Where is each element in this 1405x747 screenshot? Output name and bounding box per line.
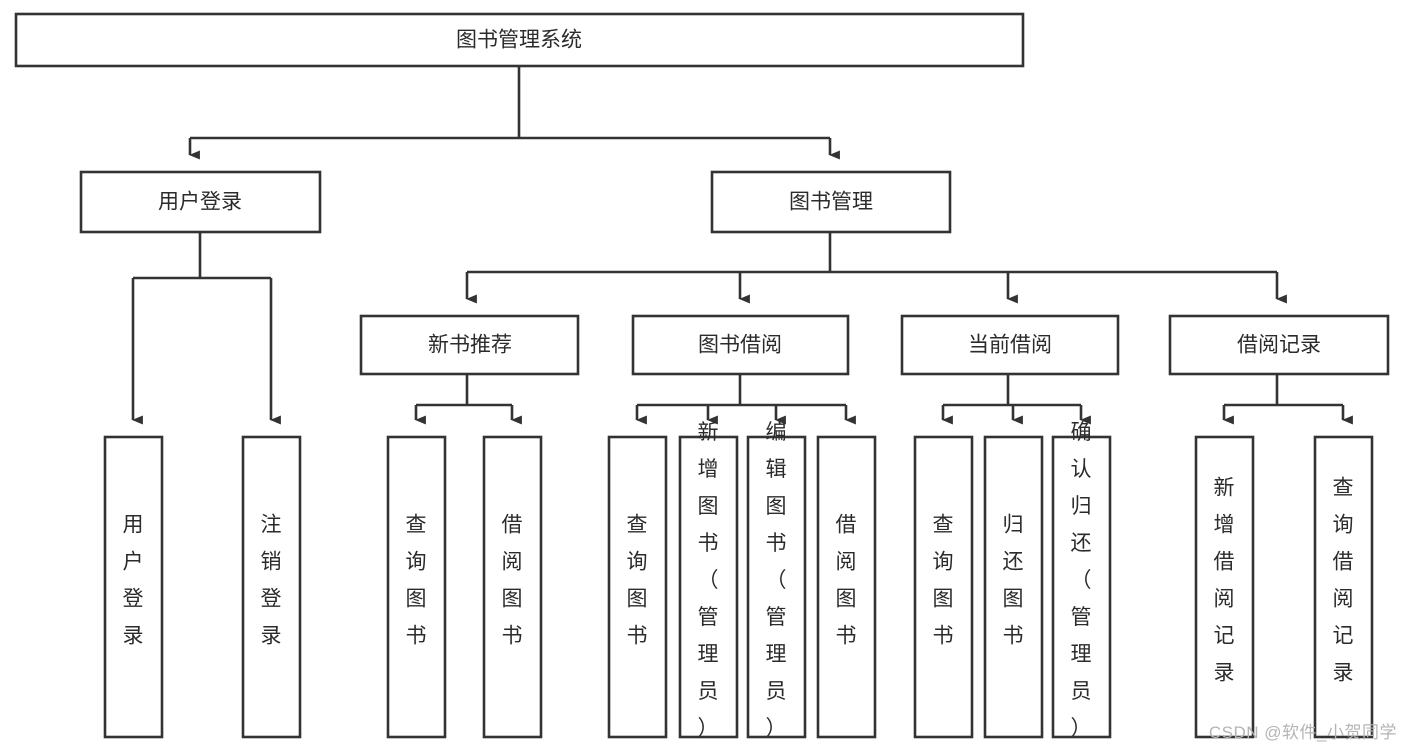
node-leaf1[interactable]: 用户登录 <box>103 435 164 739</box>
node-leaf10-box[interactable] <box>983 435 1044 739</box>
node-leaf3-label: 查询图书 <box>406 514 427 648</box>
node-leaf7-box[interactable] <box>746 435 807 739</box>
csdn-watermark: CSDN @软件_小贺同学 <box>1208 723 1397 742</box>
node-leaf6[interactable]: 新增图书（管理员） <box>678 421 739 740</box>
node-login-box[interactable] <box>79 170 322 234</box>
node-leaf9[interactable]: 查询图书 <box>913 435 974 739</box>
node-current[interactable]: 当前借阅 <box>900 314 1120 376</box>
node-borrow-box[interactable] <box>631 314 850 376</box>
connector-current-bus <box>943 374 1081 407</box>
node-leaf12-box[interactable] <box>1194 435 1255 739</box>
node-leaf2-box[interactable] <box>241 435 302 739</box>
node-leaf12[interactable]: 新增借阅记录 <box>1194 435 1255 739</box>
node-leaf8-label: 借阅图书 <box>836 514 857 648</box>
node-leaf2[interactable]: 注销登录 <box>241 435 302 739</box>
node-newbook[interactable]: 新书推荐 <box>359 314 580 376</box>
node-leaf8-box[interactable] <box>816 435 877 739</box>
node-borrow-label: 图书借阅 <box>698 334 782 357</box>
node-leaf8[interactable]: 借阅图书 <box>816 435 877 739</box>
connector-login-bus <box>133 232 271 280</box>
node-leaf4-label: 借阅图书 <box>502 514 523 648</box>
node-root[interactable]: 图书管理系统 <box>14 12 1025 68</box>
node-leaf3[interactable]: 查询图书 <box>386 435 447 739</box>
node-leaf13-label: 查询借阅记录 <box>1333 477 1354 685</box>
node-leaf9-box[interactable] <box>913 435 974 739</box>
node-login[interactable]: 用户登录 <box>79 170 322 234</box>
node-leaf11-box[interactable] <box>1051 435 1112 739</box>
node-leaf1-box[interactable] <box>103 435 164 739</box>
node-leaf7-label: 编辑图书（管理员） <box>766 421 787 740</box>
node-current-box[interactable] <box>900 314 1120 376</box>
node-leaf4[interactable]: 借阅图书 <box>482 435 543 739</box>
connector-newbook-bus <box>416 374 512 407</box>
node-leaf2-label: 注销登录 <box>261 514 282 648</box>
node-record[interactable]: 借阅记录 <box>1168 314 1390 376</box>
node-leaf13[interactable]: 查询借阅记录 <box>1313 435 1374 739</box>
node-leaf5[interactable]: 查询图书 <box>607 435 668 739</box>
node-leaf10-label: 归还图书 <box>1003 514 1024 648</box>
node-leaf1-label: 用户登录 <box>123 514 144 648</box>
node-login-label: 用户登录 <box>158 191 242 214</box>
node-leaf7[interactable]: 编辑图书（管理员） <box>746 421 807 740</box>
connector-bookmgmt-bus <box>467 232 1277 274</box>
node-root-label: 图书管理系统 <box>456 29 582 52</box>
connector-record-bus <box>1224 374 1343 407</box>
node-bookmgmt-label: 图书管理 <box>789 191 873 214</box>
node-leaf4-box[interactable] <box>482 435 543 739</box>
node-leaf5-label: 查询图书 <box>627 514 648 648</box>
node-current-label: 当前借阅 <box>968 334 1052 357</box>
node-leaf3-box[interactable] <box>386 435 447 739</box>
node-leaf13-box[interactable] <box>1313 435 1374 739</box>
node-newbook-label: 新书推荐 <box>428 334 512 357</box>
node-leaf9-label: 查询图书 <box>933 514 954 648</box>
node-bookmgmt-box[interactable] <box>710 170 952 234</box>
connectors <box>131 66 1353 425</box>
node-leaf11[interactable]: 确认归还（管理员） <box>1051 421 1112 740</box>
connector-borrow-bus <box>637 374 846 407</box>
node-leaf11-label: 确认归还（管理员） <box>1071 421 1092 740</box>
node-leaf6-box[interactable] <box>678 435 739 739</box>
node-root-box[interactable] <box>14 12 1025 68</box>
node-record-label: 借阅记录 <box>1237 334 1321 357</box>
connector-root-bus <box>190 66 830 140</box>
leaf-nodes: 用户登录 注销登录 查询图书 借阅图书 查询图书 新增图书（管理员） 编辑图书（… <box>103 421 1374 740</box>
node-newbook-box[interactable] <box>359 314 580 376</box>
node-leaf6-label: 新增图书（管理员） <box>698 421 719 740</box>
node-leaf5-box[interactable] <box>607 435 668 739</box>
node-leaf12-label: 新增借阅记录 <box>1214 477 1235 685</box>
node-borrow[interactable]: 图书借阅 <box>631 314 850 376</box>
node-leaf10[interactable]: 归还图书 <box>983 435 1044 739</box>
node-record-box[interactable] <box>1168 314 1390 376</box>
node-bookmgmt[interactable]: 图书管理 <box>710 170 952 234</box>
